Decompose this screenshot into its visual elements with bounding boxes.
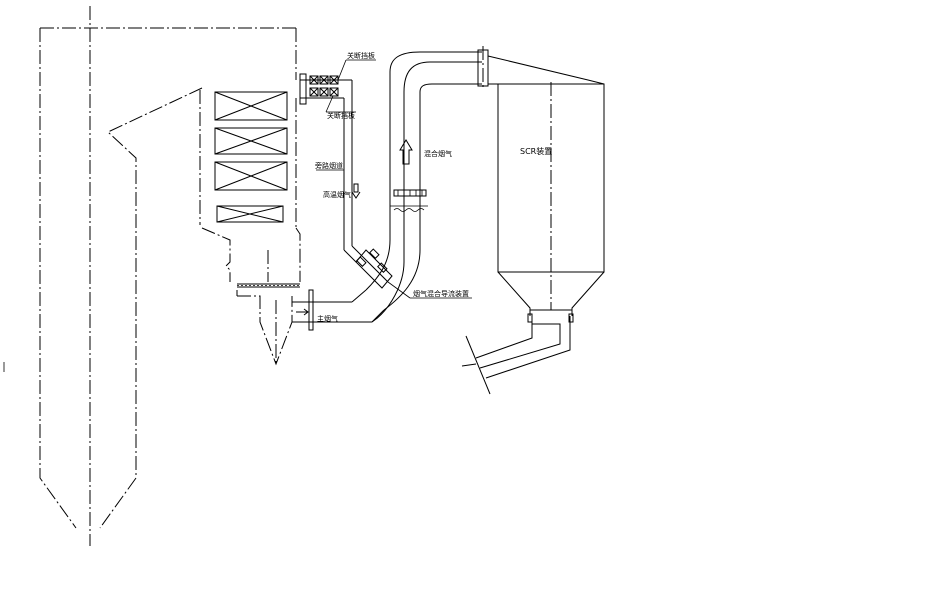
label-mixed-flue-gas: 混合烟气 (424, 149, 452, 158)
main-flue-gas-duct: 主烟气 (292, 289, 385, 331)
heat-exchanger-banks (199, 90, 288, 225)
scr-reactor: SCR装置 (461, 46, 605, 395)
boiler-furnace (39, 6, 297, 546)
economizer-hopper (201, 227, 301, 366)
mixing-device-body (355, 249, 393, 289)
damper-bottom-1 (309, 87, 319, 97)
mixing-grid-wave (393, 208, 425, 212)
label-mixing-device: 烟气混合导流装置 (413, 289, 469, 298)
heat-exchanger-3 (214, 161, 288, 191)
damper-top-2 (319, 75, 329, 85)
down-flow-arrow-icon (353, 183, 359, 193)
heat-exchanger-1 (214, 91, 288, 121)
damper-bottom-3 (329, 87, 339, 97)
damper-bottom-2 (319, 87, 329, 97)
label-damper-top: 关断挡板 (347, 51, 375, 60)
heat-exchanger-4 (216, 205, 284, 223)
label-scr-device: SCR装置 (520, 146, 552, 156)
label-high-temp-flue-gas: 高温烟气 (323, 190, 351, 199)
mixed-flue-gas-riser: 混合烟气 (365, 51, 482, 323)
bypass-flange-1 (299, 73, 307, 105)
furnace-left-wall (39, 28, 77, 529)
up-flow-arrow-icon (399, 139, 413, 165)
mixing-device: 烟气混合导流装置 (355, 248, 472, 299)
bypass-duct: 关断挡板 关断挡板 旁路烟道 高温烟气 (299, 51, 376, 263)
main-duct-flange (308, 289, 314, 331)
heat-exchanger-2 (214, 127, 288, 155)
label-damper-bottom: 关断挡板 (327, 111, 355, 120)
scr-outlet-break-line (465, 335, 491, 395)
furnace-nose-wall (99, 87, 203, 529)
damper-top-1 (309, 75, 319, 85)
label-main-flue-gas: 主烟气 (317, 314, 338, 323)
label-bypass-duct: 旁路烟道 (315, 161, 343, 170)
